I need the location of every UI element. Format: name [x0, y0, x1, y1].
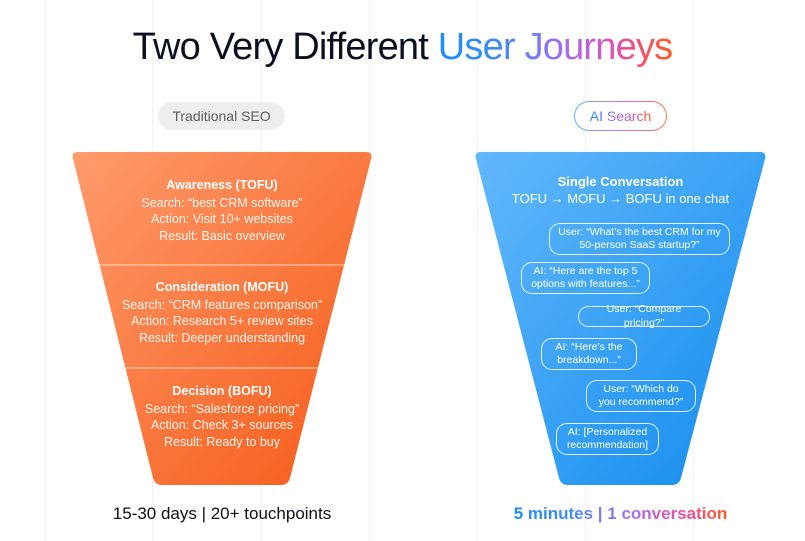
title-plain: Two Very Different — [132, 26, 438, 68]
ai-subheading: TOFU → MOFU → BOFU in one chat — [511, 191, 730, 206]
chat-bubble-text: User: “Compare pricing?” — [606, 303, 682, 329]
ai-heading: Single Conversation — [557, 174, 684, 189]
page-title: Two Very Different User Journeys — [0, 26, 805, 69]
ai-footer: 5 minutes | 1 conversation — [475, 504, 766, 524]
ai-funnel-header: Single Conversation TOFU → MOFU → BOFU i… — [475, 174, 766, 207]
stage-title: Decision (BOFU) — [172, 384, 272, 398]
chat-bubble-text: AI: “Here are the top 5 options with fea… — [531, 264, 640, 291]
chat-bubble-text: AI: “Here’s the breakdown...” — [555, 340, 623, 367]
stage-result: Result: Basic overview — [159, 228, 285, 243]
grid-line — [44, 0, 45, 541]
chat-bubble-user: User: “Which do you recommend?” — [586, 380, 696, 412]
title-highlight: User Journeys — [437, 26, 673, 68]
chat-bubble-user: User: “Compare pricing?” — [578, 303, 710, 329]
ai-search-label: AI Search — [574, 101, 667, 131]
traditional-footer: 15-30 days | 20+ touchpoints — [112, 504, 332, 523]
ai-footer-text: 5 minutes | 1 conversation — [513, 504, 728, 523]
stage-consideration: Consideration (MOFU) Search: “CRM featur… — [72, 279, 372, 346]
stage-action: Action: Check 3+ sources — [150, 418, 294, 432]
chat-bubble-user: User: “What’s the best CRM for my 50-per… — [549, 223, 730, 255]
stage-search: Search: “Salesforce pricing” — [144, 401, 300, 416]
stage-title: Awareness (TOFU) — [166, 178, 278, 192]
stage-action: Action: Research 5+ review sites — [131, 314, 313, 328]
stage-title: Consideration (MOFU) — [155, 280, 289, 294]
ai-search-label-inner: AI Search — [575, 102, 666, 130]
traditional-seo-label: Traditional SEO — [158, 102, 285, 130]
stage-result: Result: Ready to buy — [163, 434, 281, 449]
chat-bubble-ai: AI: “Here’s the breakdown...” — [541, 338, 637, 370]
stage-search: Search: “CRM features comparison” — [121, 297, 323, 312]
grid-line — [369, 0, 370, 541]
traditional-funnel — [72, 152, 372, 485]
stage-awareness: Awareness (TOFU) Search: “best CRM softw… — [72, 177, 372, 244]
stage-decision: Decision (BOFU) Search: “Salesforce pric… — [72, 383, 372, 450]
traditional-seo-label-text: Traditional SEO — [172, 108, 271, 124]
stage-search: Search: “best CRM software” — [141, 195, 303, 210]
chat-bubble-text: AI: [Personalized recommendation] — [566, 425, 649, 452]
chat-bubble-ai: AI: “Here are the top 5 options with fea… — [521, 262, 650, 294]
ai-search-label-text: AI Search — [589, 108, 652, 124]
chat-bubble-text: User: “Which do you recommend?” — [598, 382, 684, 409]
grid-line — [477, 0, 478, 541]
chat-bubble-ai: AI: [Personalized recommendation] — [556, 423, 659, 455]
stage-action: Action: Visit 10+ websites — [151, 212, 293, 226]
chat-bubble-text: User: “What’s the best CRM for my 50-per… — [558, 225, 721, 252]
stage-result: Result: Deeper understanding — [138, 330, 306, 345]
